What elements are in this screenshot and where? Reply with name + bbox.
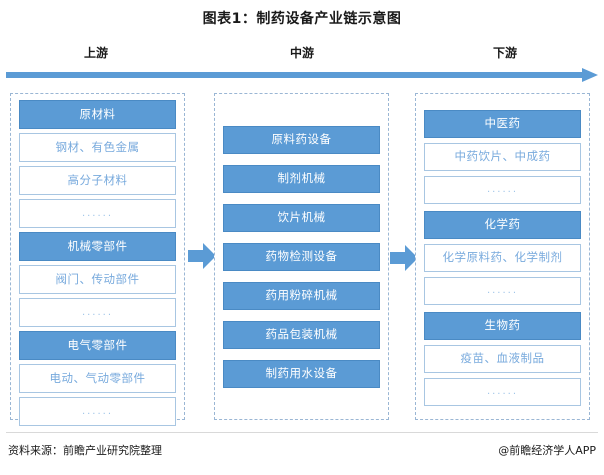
chain-group-header: 原料药设备 (223, 126, 380, 154)
arrow-upstream-to-midstream-icon (188, 243, 216, 269)
chain-group-header: 制剂机械 (223, 165, 380, 193)
downstream-box-list: 中医药中药饮片、中成药...... 化学药化学原料药、化学制剂...... 生物药疫… (424, 110, 581, 411)
chain-group-header: 生物药 (424, 312, 581, 340)
arrow-tip (405, 245, 418, 271)
source-note: 资料来源：前瞻产业研究院整理 (8, 444, 162, 457)
chain-item-ellipsis: ...... (19, 298, 176, 327)
stage-label-midstream: 中游 (289, 46, 314, 60)
footer-divider (6, 432, 598, 433)
chain-group-header: 药品包装机械 (223, 321, 380, 349)
stage-label-row: 上游 中游 下游 (0, 44, 604, 62)
brand-watermark: @前瞻经济学人APP (498, 444, 596, 457)
arrow-tip (203, 243, 216, 269)
downstream-column: 中医药中药饮片、中成药...... 化学药化学原料药、化学制剂...... 生物药疫… (415, 93, 590, 420)
chain-group-header: 电气零部件 (19, 331, 176, 360)
chain-item: 钢材、有色金属 (19, 133, 176, 162)
midstream-box-list: 原料药设备制剂机械饮片机械药物检测设备药用粉碎机械药品包装机械制药用水设备 (223, 126, 380, 399)
chain-group-header: 饮片机械 (223, 204, 380, 232)
chain-item: 电动、气动零部件 (19, 364, 176, 393)
chain-item-ellipsis: ...... (424, 277, 581, 305)
flow-arrow-head-icon (582, 68, 598, 82)
chain-item-ellipsis: ...... (424, 378, 581, 406)
midstream-column: 原料药设备制剂机械饮片机械药物检测设备药用粉碎机械药品包装机械制药用水设备 (214, 93, 389, 420)
upstream-column: 原材料钢材、有色金属高分子材料...... 机械零部件阀门、传动部件...... 电… (10, 93, 185, 426)
chain-item: 化学原料药、化学制剂 (424, 244, 581, 272)
chain-item: 疫苗、血液制品 (424, 345, 581, 373)
arrow-midstream-to-downstream-icon (390, 245, 418, 271)
stage-label-upstream: 上游 (83, 46, 108, 60)
chain-item: 中药饮片、中成药 (424, 143, 581, 171)
chain-group-header: 原材料 (19, 100, 176, 129)
chain-group-header: 药用粉碎机械 (223, 282, 380, 310)
page-title: 图表1：制药设备产业链示意图 (202, 11, 402, 27)
chain-item-ellipsis: ...... (424, 176, 581, 204)
arrow-shaft (390, 252, 406, 264)
chain-group-header: 制药用水设备 (223, 360, 380, 388)
chain-item-ellipsis: ...... (19, 397, 176, 426)
chain-group-header: 中医药 (424, 110, 581, 138)
stage-label-downstream: 下游 (492, 46, 517, 60)
chain-item: 高分子材料 (19, 166, 176, 195)
chain-group-header: 化学药 (424, 211, 581, 239)
upstream-box-list: 原材料钢材、有色金属高分子材料...... 机械零部件阀门、传动部件...... 电… (19, 100, 176, 430)
chain-group-header: 机械零部件 (19, 232, 176, 261)
chain-item-ellipsis: ...... (19, 199, 176, 228)
chain-group-header: 药物检测设备 (223, 243, 380, 271)
flow-arrow-bar (6, 72, 582, 78)
flow-direction-arrow (6, 68, 598, 82)
arrow-shaft (188, 250, 204, 262)
chain-item: 阀门、传动部件 (19, 265, 176, 294)
